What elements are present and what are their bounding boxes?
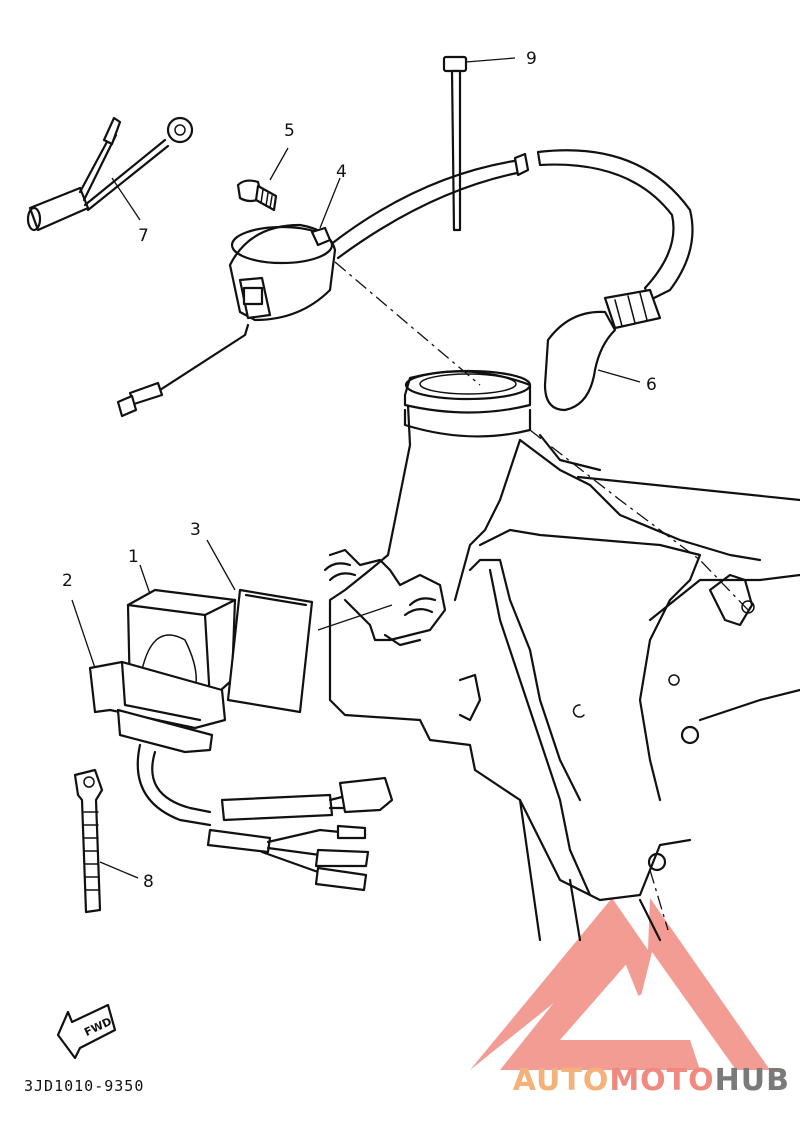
part-bolt-5 bbox=[236, 147, 289, 212]
brand-auto: AUTO bbox=[512, 1063, 610, 1098]
watermark-logo bbox=[470, 898, 770, 1070]
cdi-wires bbox=[136, 743, 394, 892]
watermark-brand: AUTOMOTOHUB bbox=[513, 1063, 790, 1098]
callout-1: 1 bbox=[128, 547, 139, 567]
diagram-code: 3JD1010-9350 bbox=[24, 1077, 145, 1095]
callout-8: 8 bbox=[143, 872, 154, 892]
part-cable-tie-9 bbox=[442, 55, 516, 232]
part-band-2 bbox=[71, 599, 227, 754]
part-plug-cap-6 bbox=[543, 288, 662, 412]
frame bbox=[323, 369, 800, 942]
part-plate-3 bbox=[206, 539, 314, 714]
callout-7: 7 bbox=[138, 226, 149, 246]
fwd-arrow: FWD bbox=[56, 1003, 117, 1060]
callout-3: 3 bbox=[190, 520, 201, 540]
callout-9: 9 bbox=[526, 49, 537, 69]
part-wire-lead-7 bbox=[26, 116, 194, 232]
callout-6: 6 bbox=[646, 375, 657, 395]
brand-hub: HUB bbox=[714, 1063, 790, 1098]
brand-moto: MOTO bbox=[609, 1063, 715, 1098]
callout-5: 5 bbox=[284, 121, 295, 141]
callout-4: 4 bbox=[336, 162, 347, 182]
callout-2: 2 bbox=[62, 571, 73, 591]
part-cable-band-8 bbox=[73, 768, 139, 914]
assembly-lines bbox=[317, 261, 751, 931]
part-ignition-coil-4 bbox=[116, 149, 694, 418]
